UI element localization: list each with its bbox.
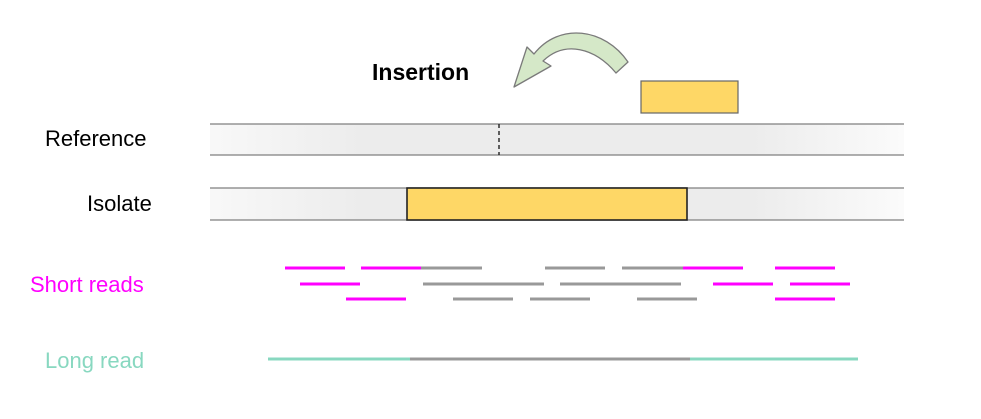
isolate-track [210,187,904,221]
inserted-fragment [640,80,739,114]
reference-label: Reference [45,126,147,151]
short-reads-group [285,266,850,301]
isolate-label: Isolate [87,191,152,216]
insertion-arrow-icon [513,32,629,88]
long-read-label: Long read [45,348,145,373]
diagram-title: Insertion [372,59,470,85]
short-reads-label: Short reads [30,272,144,297]
reference-strip [210,124,904,155]
isolate-insert-block [406,187,688,221]
reference-track [210,123,904,156]
